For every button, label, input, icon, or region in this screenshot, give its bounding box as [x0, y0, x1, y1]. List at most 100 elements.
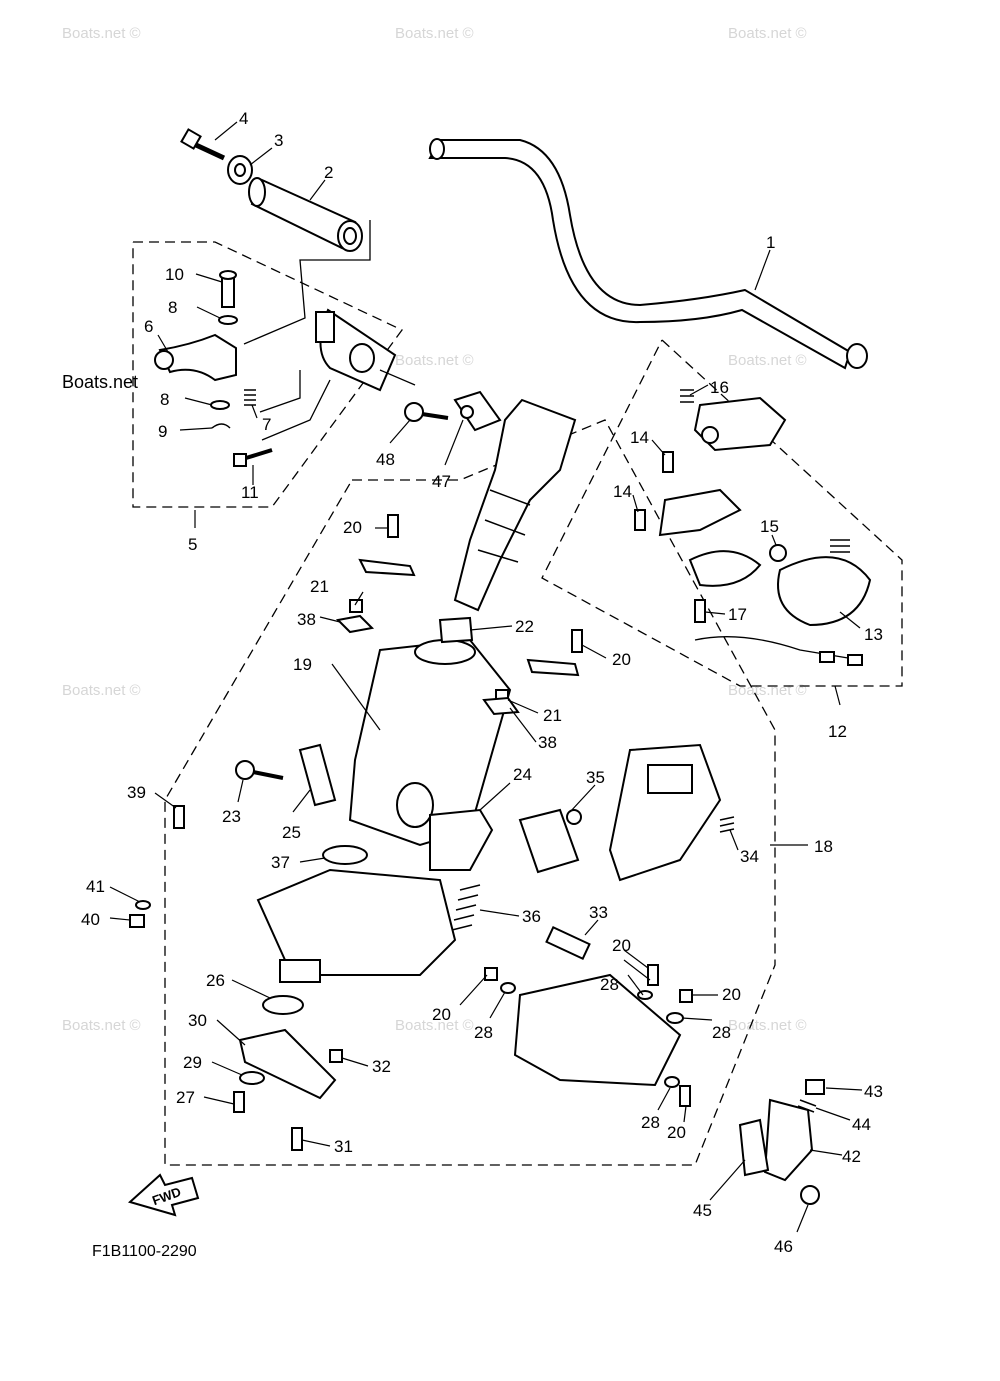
- callout-18: 18: [814, 837, 833, 856]
- callout-labels: 1 2 3 4 5 6 7 8 8 9 10 11 12 13 14 14 15…: [81, 109, 883, 1256]
- side-fasteners: [129, 805, 185, 928]
- callout-6: 6: [144, 317, 153, 336]
- cap-part-43: [805, 1079, 825, 1095]
- clamp-and-bolt: [404, 390, 502, 432]
- nut-part-32: [329, 1049, 343, 1063]
- fwd-arrow: FWD: [127, 1173, 200, 1217]
- washer-hole: [234, 163, 246, 177]
- grommet-part-15: [769, 544, 787, 562]
- callout-35: 35: [586, 768, 605, 787]
- spring-part-36: [451, 884, 481, 931]
- watermark: Boats.net ©: [62, 25, 141, 42]
- callout-26: 26: [206, 971, 225, 990]
- bracket-part-42: [763, 1098, 814, 1182]
- callout-15: 15: [760, 517, 779, 536]
- plate-part-45: [738, 1118, 770, 1177]
- callout-13: 13: [864, 625, 883, 644]
- watermark: Boats.net ©: [395, 1017, 474, 1034]
- bolt-part-27: [233, 1091, 245, 1113]
- callout-28a: 28: [600, 975, 619, 994]
- plate-part-30: [238, 1028, 337, 1100]
- stud-part-31: [291, 1127, 303, 1151]
- bolt-part-4: [180, 128, 226, 161]
- bracket-part-35: [518, 808, 580, 874]
- bushing-part-26: [262, 995, 304, 1015]
- callout-46: 46: [774, 1237, 793, 1256]
- callout-4: 4: [239, 109, 248, 128]
- callout-39: 39: [127, 783, 146, 802]
- callout-29: 29: [183, 1053, 202, 1072]
- spring-part-34: [719, 816, 735, 833]
- diagram-code: F1B1100-2290: [92, 1243, 197, 1260]
- watermark: Boats.net ©: [62, 1017, 141, 1034]
- callout-23: 23: [222, 807, 241, 826]
- callout-37: 37: [271, 853, 290, 872]
- callout-41: 41: [86, 877, 105, 896]
- callout-25: 25: [282, 823, 301, 842]
- callout-10: 10: [165, 265, 184, 284]
- callout-28c: 28: [712, 1023, 731, 1042]
- callout-27: 27: [176, 1088, 195, 1107]
- handlebar: [428, 138, 868, 370]
- bushing-part-37: [322, 845, 368, 865]
- callout-38a: 38: [297, 610, 316, 629]
- callout-28b: 28: [474, 1023, 493, 1042]
- bolt-part-23: [235, 760, 255, 780]
- callout-36: 36: [522, 907, 541, 926]
- pin-part-33: [545, 925, 591, 961]
- leader-lines: [109, 121, 863, 1233]
- callout-24: 24: [513, 765, 532, 784]
- callout-1: 1: [766, 233, 775, 252]
- spring-part-44: [797, 1099, 817, 1113]
- callout-32: 32: [372, 1057, 391, 1076]
- callout-42: 42: [842, 1147, 861, 1166]
- nut-part-46: [800, 1185, 820, 1205]
- screw-part-17: [694, 599, 706, 623]
- callout-20e: 20: [432, 1005, 451, 1024]
- callout-28d: 28: [641, 1113, 660, 1132]
- washer-part-29: [239, 1071, 265, 1085]
- steering-housing: [233, 638, 582, 1151]
- callout-34: 34: [740, 847, 759, 866]
- callout-38b: 38: [538, 733, 557, 752]
- callout-40: 40: [81, 910, 100, 929]
- callout-19: 19: [293, 655, 312, 674]
- callout-31: 31: [334, 1137, 353, 1156]
- watermark-dark: Boats.net: [62, 372, 138, 392]
- callout-5: 5: [188, 535, 197, 554]
- callout-3: 3: [274, 131, 283, 150]
- callout-11: 11: [241, 483, 259, 502]
- bracket-42-assembly: [738, 1079, 825, 1205]
- watermark: Boats.net ©: [728, 1017, 807, 1034]
- watermark: Boats.net ©: [62, 682, 141, 699]
- watermark: Boats.net ©: [728, 682, 807, 699]
- callout-8: 8: [168, 298, 177, 317]
- callout-21b: 21: [543, 706, 562, 725]
- callout-9: 9: [158, 422, 167, 441]
- callout-48: 48: [376, 450, 395, 469]
- switch-assembly: [634, 389, 872, 666]
- callout-22: 22: [515, 617, 534, 636]
- callout-20c: 20: [612, 936, 631, 955]
- callout-20b: 20: [612, 650, 631, 669]
- switch-part-13: [777, 556, 872, 627]
- callout-14b: 14: [613, 482, 632, 501]
- callout-8b: 8: [160, 390, 169, 409]
- callout-21a: 21: [310, 577, 329, 596]
- callout-16: 16: [710, 378, 729, 397]
- upper-fasteners: [335, 514, 583, 716]
- callout-33: 33: [589, 903, 608, 922]
- grip: [248, 177, 363, 252]
- callout-12: 12: [828, 722, 847, 741]
- callout-43: 43: [864, 1082, 883, 1101]
- callout-45: 45: [693, 1201, 712, 1220]
- callout-17: 17: [728, 605, 747, 624]
- bracket-plate: [513, 973, 682, 1087]
- callout-14: 14: [630, 428, 649, 447]
- callout-2: 2: [324, 163, 333, 182]
- callout-44: 44: [852, 1115, 871, 1134]
- callout-20f: 20: [667, 1123, 686, 1142]
- callout-47: 47: [432, 472, 451, 491]
